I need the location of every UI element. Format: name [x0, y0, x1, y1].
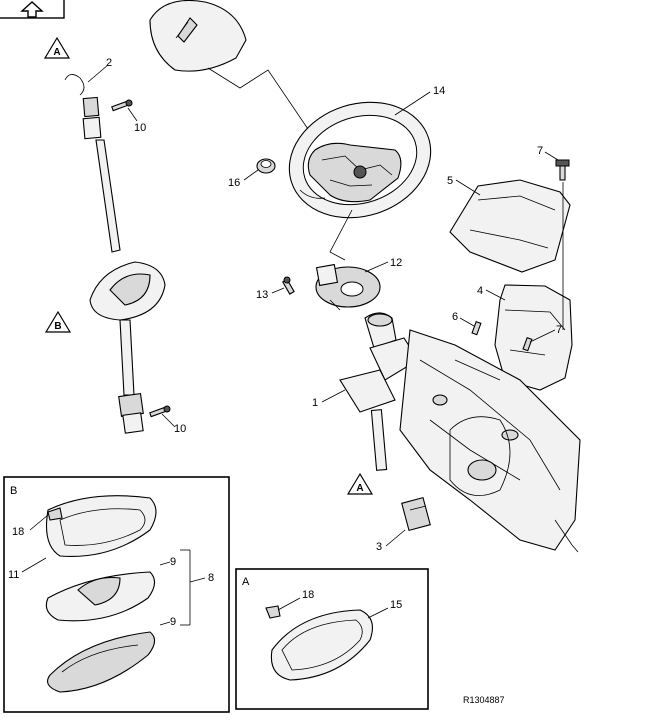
airbag-module	[149, 0, 247, 72]
upper-shroud	[449, 179, 571, 273]
bolt-10-upper	[111, 99, 133, 112]
intermediate-shaft	[64, 74, 166, 434]
part-16-cap	[256, 158, 276, 174]
callout-9-upper: 9	[170, 556, 176, 568]
callout-10-upper: 10	[134, 122, 146, 134]
marker-a-bottom-label: A	[356, 483, 363, 494]
callout-10-lower: 10	[174, 423, 186, 435]
callout-11: 11	[8, 569, 19, 581]
up-arrow-icon	[20, 1, 44, 18]
callout-7-lower: 7	[556, 324, 562, 336]
callout-1: 1	[312, 397, 318, 409]
bolt-13	[282, 276, 295, 295]
marker-a-top: A	[43, 36, 71, 59]
callout-18-box-a: 18	[302, 589, 314, 601]
callout-15: 15	[390, 599, 402, 611]
callout-13: 13	[256, 289, 268, 301]
detail-box-b	[3, 476, 230, 713]
callout-7-upper: 7	[537, 145, 543, 157]
callout-12: 12	[390, 257, 402, 269]
marker-b-label: B	[54, 321, 61, 332]
callout-8: 8	[208, 572, 214, 584]
up-arrow-box	[0, 0, 65, 19]
callout-16: 16	[228, 177, 240, 189]
callout-14: 14	[433, 85, 445, 97]
detail-box-a-label: A	[242, 576, 250, 588]
bolt-6	[471, 320, 482, 336]
callout-5: 5	[447, 175, 453, 187]
bolt-10-lower	[149, 405, 171, 418]
callout-3: 3	[376, 541, 382, 553]
marker-b: B	[44, 310, 72, 333]
reference-code: R1304887	[463, 695, 505, 705]
marker-a-bottom: A	[346, 472, 374, 495]
callout-4: 4	[477, 285, 483, 297]
clockspring	[315, 263, 381, 311]
steering-column	[339, 312, 581, 553]
detail-box-b-label: B	[10, 485, 17, 497]
detail-box-a	[235, 568, 429, 710]
screw-7-upper	[555, 159, 570, 181]
lower-shroud	[494, 284, 573, 391]
steering-wheel	[288, 101, 432, 219]
callout-6: 6	[452, 311, 458, 323]
marker-a-top-label: A	[53, 47, 60, 58]
callout-18-box-b: 18	[12, 526, 24, 538]
callout-9-lower: 9	[170, 616, 176, 628]
callout-2: 2	[106, 57, 112, 69]
switch-3	[401, 496, 431, 532]
screw-7-lower	[522, 336, 533, 352]
